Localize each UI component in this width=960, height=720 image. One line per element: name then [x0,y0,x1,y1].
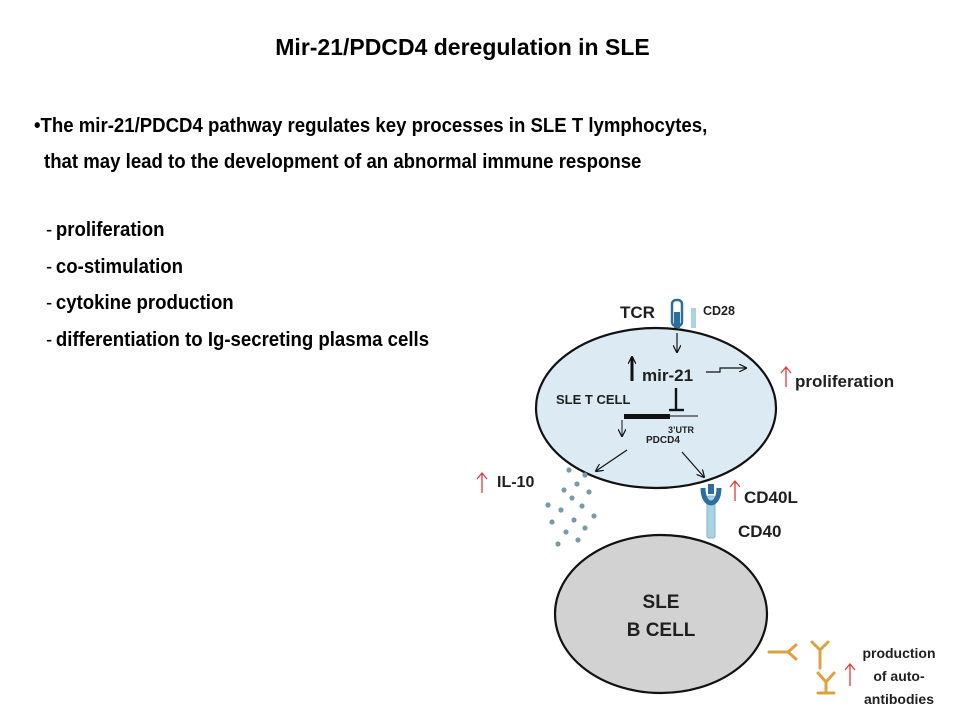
tcr-receptor-icon [670,298,684,328]
tcr-label: TCR [620,303,655,322]
antibodies-label-line1: production [862,645,935,661]
b-cell-label-line1: SLE [643,592,680,613]
il10-arrow-icon [596,449,628,471]
cd28-label: CD28 [703,304,735,318]
list-item: -co-stimulation [46,255,184,278]
up-arrow-icon [729,479,741,501]
il10-secretion-dots [545,467,597,547]
cd40l-arrow-icon [681,451,704,477]
cd40-receptor-icon [700,484,722,539]
antibody-icon [816,671,836,695]
antibody-icon [810,640,830,670]
utr-label: 3’UTR [668,425,695,435]
t-cell-label: SLE T CELL [556,392,630,407]
up-arrow-icon [780,365,792,387]
b-cell-label-line2: B CELL [627,620,696,641]
bullet-continuation: that may lead to the development of an a… [44,151,642,173]
antibodies-label-line3: antibodies [864,691,934,707]
process-list: -proliferation -co-stimulation -cytokine… [46,212,429,358]
proliferation-label: proliferation [795,372,894,391]
up-arrow-icon [476,471,488,493]
list-item: -cytokine production [46,292,234,314]
pdcd4-label: PDCD4 [646,435,680,446]
inhibition-icon [669,388,684,412]
list-item: -differentiation to Ig-secreting plasma … [46,328,430,351]
list-item: -proliferation [46,219,165,241]
cd40-label: CD40 [738,522,781,541]
up-arrow-icon [844,662,856,686]
b-cell-membrane [553,533,769,695]
slide-title: Mir-21/PDCD4 deregulation in SLE [275,34,650,60]
proliferation-arrow-icon [706,368,746,373]
mir21-label: mir-21 [642,366,693,385]
bullet-text: •The mir-21/PDCD4 pathway regulates key … [34,115,708,137]
il10-label: IL-10 [497,474,534,491]
t-cell-membrane [534,326,778,490]
antibodies-label-line2: of auto- [873,668,925,684]
cd28-receptor-icon [691,308,696,328]
antibody-icon [767,643,798,661]
cd40l-label: CD40L [744,488,798,507]
pdcd4-gene-bar [624,414,670,419]
